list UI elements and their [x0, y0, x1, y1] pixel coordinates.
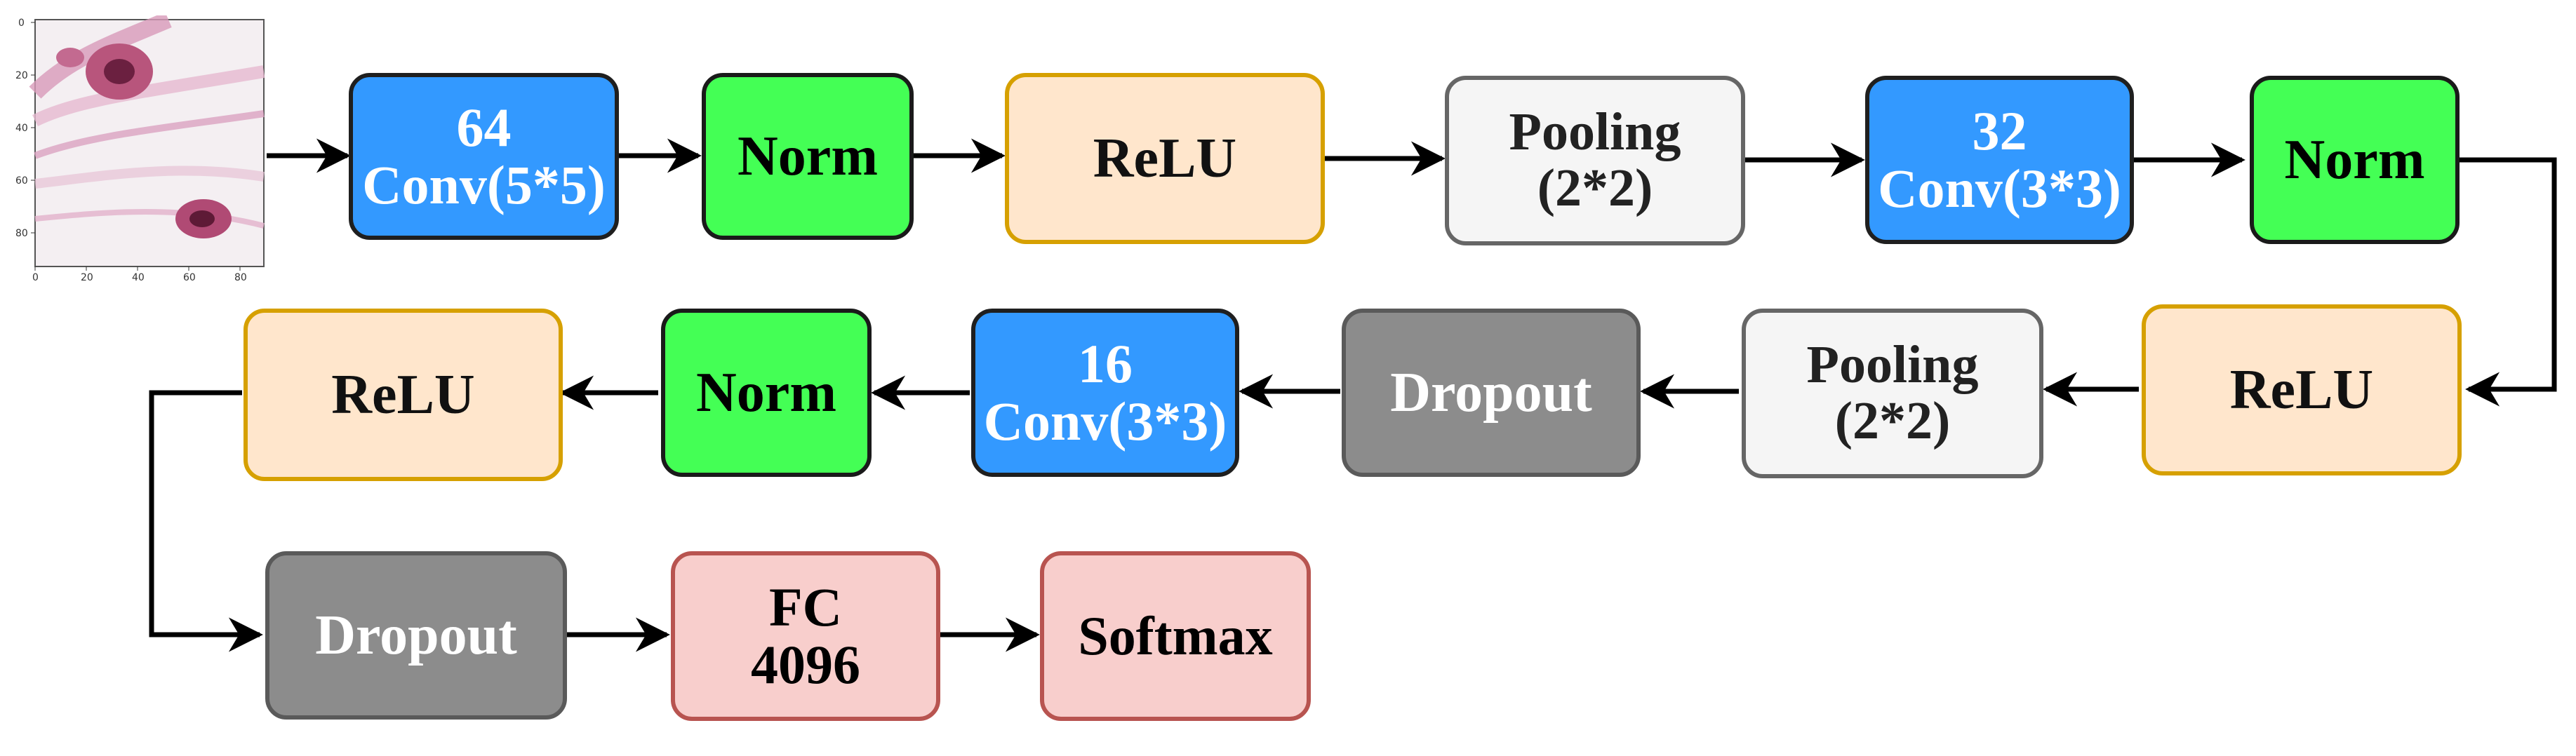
layer-label: Softmax: [1078, 605, 1273, 667]
x-tick: 20: [81, 272, 93, 282]
layer-label: Pooling: [1509, 102, 1681, 162]
pooling-block-2: Pooling (2*2): [1742, 309, 2043, 478]
dropout-block-2: Dropout: [265, 551, 567, 720]
layer-label: Dropout: [1390, 362, 1592, 424]
layer-label: Norm: [696, 362, 836, 424]
relu-block-3: ReLU: [243, 309, 563, 481]
x-tick: 60: [183, 272, 196, 282]
softmax-block: Softmax: [1040, 551, 1311, 721]
relu-block-1: ReLU: [1005, 73, 1325, 244]
filter-count: 16: [1078, 333, 1133, 395]
y-tick: 60: [15, 175, 28, 187]
layer-label: Dropout: [315, 605, 517, 666]
x-tick: 80: [234, 272, 247, 282]
pool-size: (2*2): [1834, 391, 1951, 450]
conv-16-3x3-block: 16 Conv(3*3): [971, 309, 1239, 477]
layer-label: ReLU: [1093, 128, 1237, 189]
norm-block-3: Norm: [661, 309, 872, 477]
layer-label: FC: [769, 576, 842, 638]
unit-count: 4096: [751, 634, 860, 695]
fc-4096-block: FC 4096: [671, 551, 940, 721]
filter-count: 32: [1972, 100, 2027, 162]
pool-size: (2*2): [1537, 158, 1653, 217]
pooling-block-1: Pooling (2*2): [1445, 76, 1745, 245]
norm-block-1: Norm: [702, 73, 914, 240]
dropout-block-1: Dropout: [1342, 309, 1641, 477]
layer-label: Norm: [738, 126, 878, 187]
y-tick: 20: [15, 70, 28, 81]
layer-label: Norm: [2284, 129, 2425, 191]
layer-label: Pooling: [1806, 335, 1979, 395]
conv-32-3x3-block: 32 Conv(3*3): [1865, 76, 2134, 244]
filter-count: 64: [456, 97, 512, 158]
x-tick: 40: [132, 272, 145, 282]
layer-label: ReLU: [2229, 359, 2374, 421]
x-tick: 0: [32, 272, 39, 282]
layer-label: ReLU: [331, 364, 475, 426]
y-tick: 0: [18, 18, 25, 29]
arrow-relu3-to-dropout2: [149, 390, 263, 652]
y-tick: 40: [15, 123, 28, 134]
relu-block-2: ReLU: [2142, 304, 2462, 475]
y-tick: 80: [15, 228, 28, 239]
norm-block-2: Norm: [2250, 76, 2460, 244]
conv-64-5x5-block: 64 Conv(5*5): [349, 73, 619, 240]
layer-label: Conv(5*5): [362, 154, 606, 215]
layer-label: Conv(3*3): [983, 391, 1227, 452]
arrow-norm2-to-relu2: [2460, 157, 2557, 407]
input-tissue-image: 0 20 40 60 80 0 20 40 60 80: [15, 15, 265, 282]
layer-label: Conv(3*3): [1878, 158, 2121, 219]
